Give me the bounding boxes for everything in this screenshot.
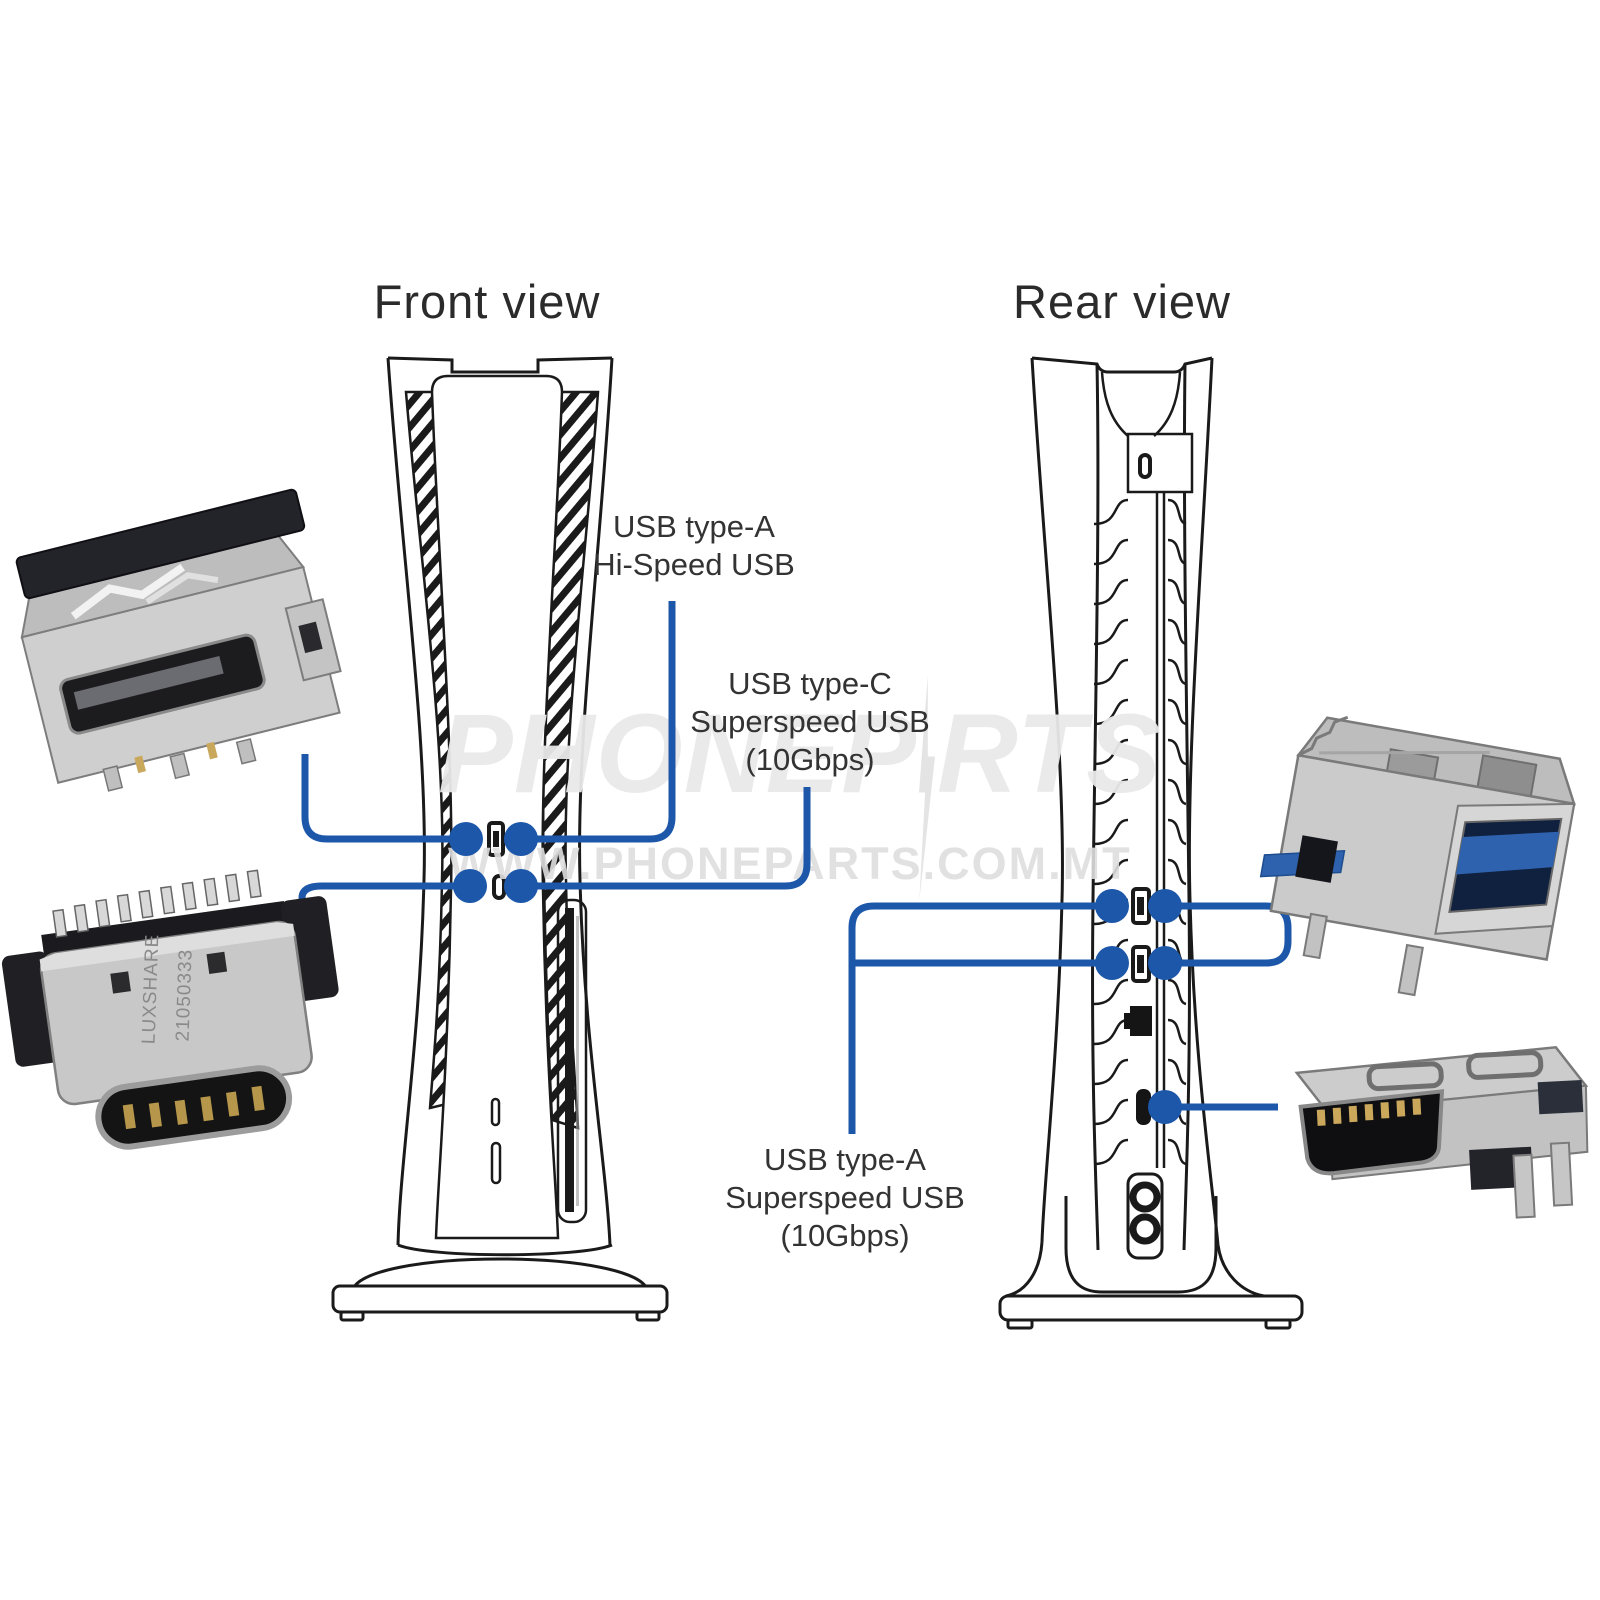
line-rear-usba1-to-label: [848, 902, 1112, 1134]
usb-a-superspeed-connector-photo: [1259, 715, 1576, 997]
hdmi-connector-photo: [1294, 1045, 1589, 1219]
dot-rear-usba2-left: [1095, 946, 1129, 980]
power-button: [490, 1097, 501, 1127]
rear-stand-base: [998, 1294, 1304, 1322]
rear-recess-left-edge: [1091, 363, 1100, 1251]
rear-ethernet-port: [1124, 1006, 1152, 1036]
front-view-title: Front view: [373, 275, 601, 328]
rear-skirt: [1064, 1196, 1218, 1294]
rear-vent-fins: [1093, 498, 1187, 1166]
dot-rear-hdmi: [1148, 1090, 1182, 1124]
front-usb-c-port: [492, 874, 506, 900]
connector-marking-number: 21050333: [172, 949, 196, 1042]
dot-front-usba-left: [449, 822, 483, 856]
rear-hdmi-port: [1136, 1089, 1151, 1125]
dot-front-usbc-right: [504, 869, 538, 903]
connector-marking-brand: LUXSHARE: [139, 933, 164, 1044]
dot-rear-usba1-right: [1148, 889, 1182, 923]
label-front-usb-a: USB type-A Hi-Speed USB: [593, 509, 795, 582]
rear-center-divider: [1155, 436, 1166, 1168]
front-left-outer-edge: [386, 357, 426, 1246]
disc-slot: [565, 908, 574, 1212]
rear-top-panel: [1126, 432, 1194, 494]
usb-a-hispeed-connector-photo: [15, 488, 342, 792]
callout-dots: [449, 822, 1182, 1124]
line-front-usbc-to-photo: [298, 882, 471, 912]
watermark-brand: PHONEP RTS: [438, 675, 1162, 901]
front-center-panel: [430, 374, 564, 1240]
dot-front-usba-right: [504, 822, 538, 856]
line-rear-usba-bracket-to-photo: [1165, 902, 1292, 967]
dot-front-usbc-left: [453, 869, 487, 903]
rear-top-port: [1138, 453, 1152, 479]
rear-view-title: Rear view: [1013, 275, 1231, 328]
dot-rear-usba2-right: [1148, 946, 1182, 980]
rear-left-outer-edge: [1030, 357, 1064, 1243]
front-right-outer-edge: [578, 357, 614, 1246]
front-console-drawing: [331, 356, 669, 1322]
disc-slot-outline: [556, 898, 588, 1224]
label-front-usb-c: USB type-C Superspeed USB (10Gbps): [690, 666, 930, 777]
rear-console-drawing: [998, 356, 1304, 1330]
watermark-url: WWW.PHONEPARTS.COM.MT: [448, 838, 1132, 889]
rear-power-inlet: [1126, 1172, 1164, 1260]
watermark-brand-right: RTS: [937, 690, 1162, 816]
front-stand-base: [331, 1284, 669, 1314]
front-stand-platter: [350, 1257, 650, 1293]
line-front-usba-to-photo: [301, 754, 467, 843]
eject-button: [490, 1141, 502, 1185]
line-front-usbc-to-label: [521, 787, 811, 890]
watermark-brand-left: PHONEP: [438, 690, 917, 816]
line-front-usba-to-label: [521, 601, 676, 843]
dot-rear-usba1-left: [1095, 889, 1129, 923]
rear-recess-right-edge: [1182, 363, 1191, 1251]
usb-c-connector-photo: LUXSHARE 21050333: [1, 869, 339, 1150]
label-rear-usb-a: USB type-A Superspeed USB (10Gbps): [725, 1142, 965, 1253]
